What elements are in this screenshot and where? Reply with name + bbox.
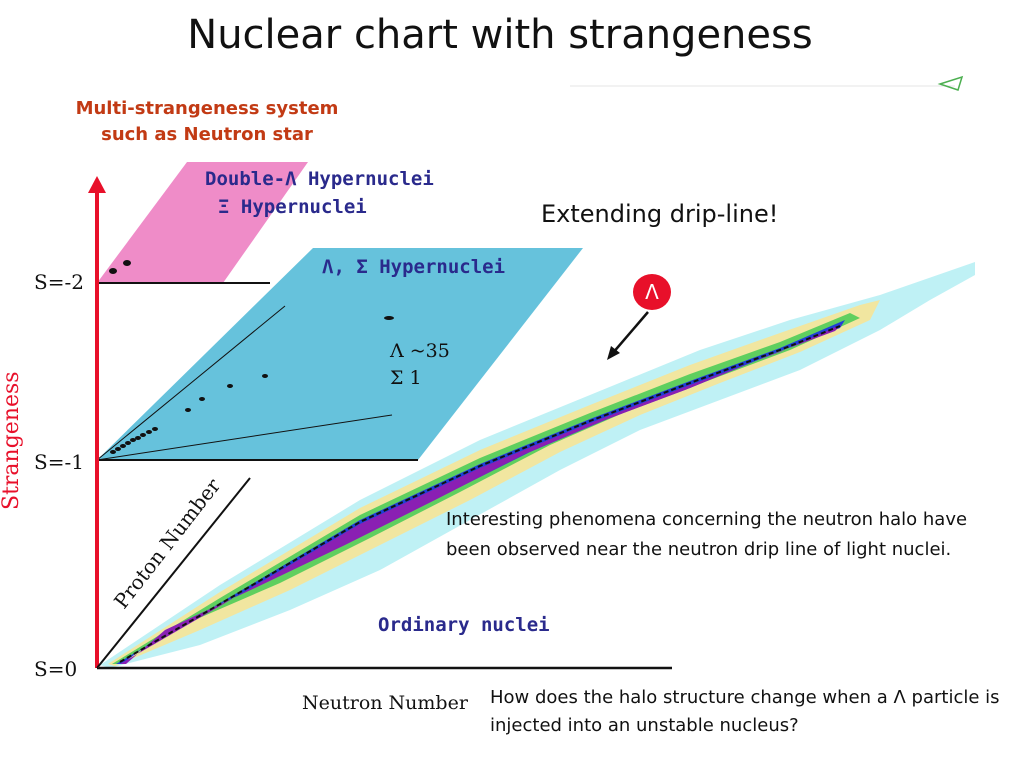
s-zero-label: S=0 [34, 657, 77, 681]
neutron-axis-label: Neutron Number [302, 692, 469, 714]
lambda-badge-label: Λ [645, 280, 659, 304]
lambda-sigma-label: Λ, Σ Hypernuclei [322, 256, 505, 278]
multi-strangeness-line2: such as Neutron star [101, 124, 313, 145]
drip-line-arrow [611, 311, 649, 355]
s-minus2-label: S=-2 [34, 270, 84, 294]
double-lambda-point [109, 268, 117, 274]
plane-guide-line [96, 414, 393, 461]
multi-strangeness-note: Multi-strangeness system such as Neutron… [62, 96, 352, 148]
hypernuclei-points [110, 316, 394, 454]
xi-hypernuclei-label: Ξ Hypernuclei [218, 196, 367, 218]
strangeness-axis-label: Strangeness [0, 371, 24, 510]
proton-axis-label: Proton Number [109, 474, 225, 614]
strangeness-arrowhead [88, 176, 106, 193]
ordinary-nuclei-label: Ordinary nuclei [378, 614, 550, 636]
sigma-count: Σ 1 [390, 367, 422, 389]
drip-line-arrowhead [607, 346, 620, 360]
nuclear-chart-band [100, 262, 975, 668]
decorative-leaf-icon [937, 75, 964, 91]
proton-axis [96, 477, 251, 669]
plane-guide-line [96, 305, 286, 461]
double-lambda-label: Double-Λ Hypernuclei [205, 168, 434, 190]
extending-drip-line-text: Extending drip-line! [541, 200, 779, 228]
phenomena-text: Interesting phenomena concerning the neu… [446, 509, 985, 560]
double-lambda-plane [97, 162, 308, 283]
multi-strangeness-line1: Multi-strangeness system [75, 98, 339, 119]
page-title: Nuclear chart with strangeness [187, 12, 813, 58]
lambda-sigma-plane [97, 248, 583, 460]
question-text: How does the halo structure change when … [490, 687, 1000, 736]
lambda-badge [633, 274, 671, 310]
lambda-count: Λ ~35 [389, 340, 450, 362]
double-lambda-point [123, 260, 131, 266]
s-minus1-label: S=-1 [34, 450, 84, 474]
